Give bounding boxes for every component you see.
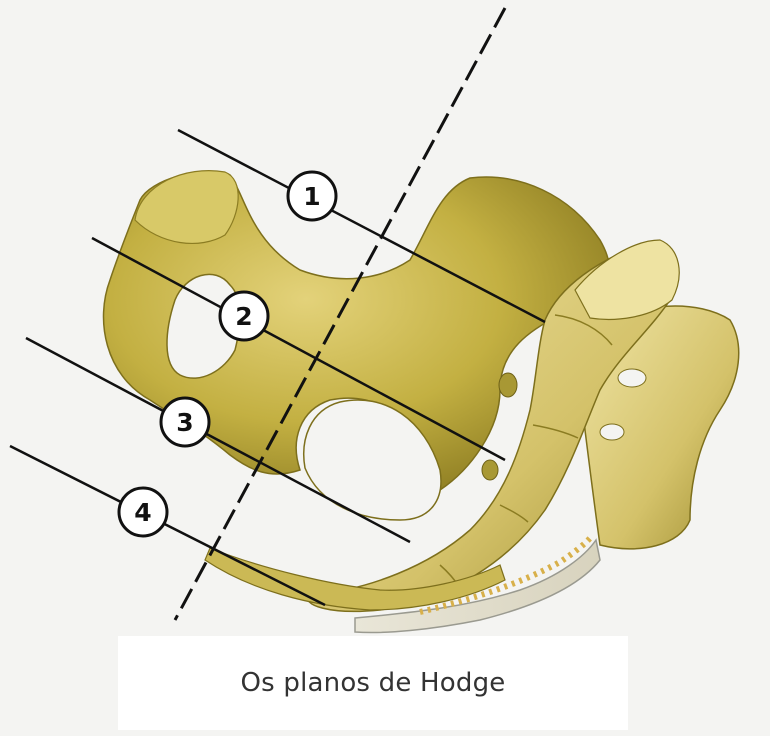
plane-number: 2	[235, 302, 252, 331]
plane-number: 4	[134, 498, 151, 527]
plane-label-2: 2	[220, 292, 268, 340]
plane-number: 1	[303, 182, 320, 211]
plane-label-1: 1	[288, 172, 336, 220]
plane-number: 3	[176, 408, 193, 437]
plane-label-4: 4	[119, 488, 167, 536]
ischial-tuberosity	[482, 460, 498, 480]
plane-label-3: 3	[161, 398, 209, 446]
figure-caption: Os planos de Hodge	[118, 668, 628, 698]
ischial-spine	[499, 373, 517, 397]
sacral-foramen	[618, 369, 646, 387]
iliac-crest	[135, 171, 238, 244]
sacral-foramen	[600, 424, 624, 440]
